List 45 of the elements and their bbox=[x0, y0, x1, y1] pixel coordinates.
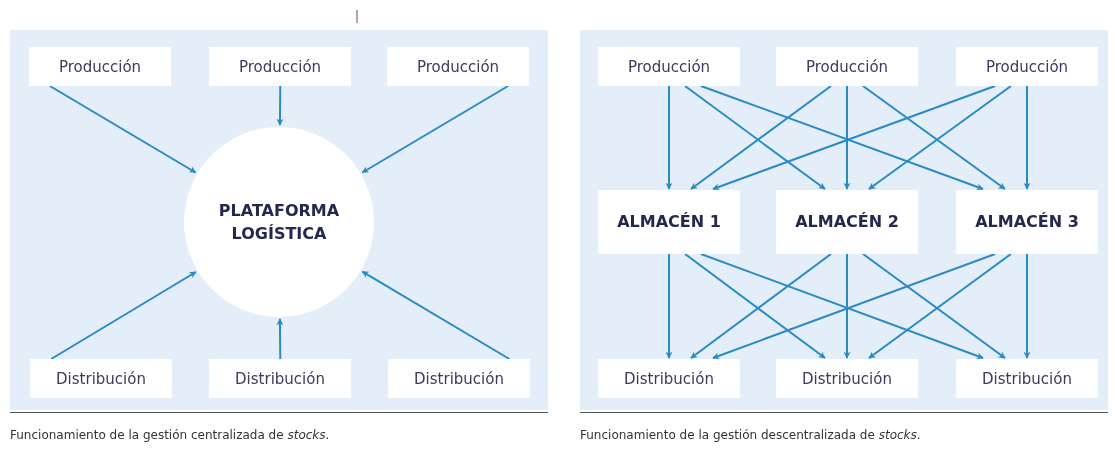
process-box bbox=[209, 47, 351, 86]
process-box bbox=[956, 47, 1098, 86]
node-label: Producción bbox=[238, 57, 322, 76]
arrow bbox=[276, 318, 284, 360]
node-label: Producción bbox=[805, 57, 889, 76]
arrow bbox=[50, 271, 197, 360]
arrow bbox=[361, 270, 511, 360]
node-label: Distribución bbox=[802, 369, 892, 388]
arrow bbox=[843, 253, 851, 359]
node-label: Producción bbox=[985, 57, 1069, 76]
process-box bbox=[209, 359, 351, 398]
process-box bbox=[598, 359, 740, 398]
process-box bbox=[388, 359, 530, 398]
node-label: Distribución bbox=[624, 369, 714, 388]
arrow bbox=[1023, 253, 1031, 359]
node-label: PLATAFORMA LOGÍSTICA bbox=[217, 199, 341, 245]
node-label: ALMACÉN 1 bbox=[617, 211, 721, 234]
arrow bbox=[665, 85, 673, 190]
node-label: Producción bbox=[416, 57, 500, 76]
node-label: ALMACÉN 3 bbox=[975, 211, 1079, 234]
arrow bbox=[843, 85, 851, 190]
process-box bbox=[776, 47, 918, 86]
node-label: Distribución bbox=[982, 369, 1072, 388]
node-label: ALMACÉN 2 bbox=[795, 211, 899, 234]
arrow bbox=[1023, 85, 1031, 190]
arrow bbox=[361, 85, 510, 174]
node-label: Distribución bbox=[56, 369, 146, 388]
warehouse-box bbox=[956, 190, 1098, 254]
figure-caption: Funcionamiento de la gestión centralizada de stocks. bbox=[10, 428, 330, 442]
node-label: Producción bbox=[627, 57, 711, 76]
arrow bbox=[276, 85, 284, 126]
process-box bbox=[776, 359, 918, 398]
process-box bbox=[29, 47, 171, 86]
arrow bbox=[665, 253, 673, 359]
process-box bbox=[598, 47, 740, 86]
warehouse-box bbox=[598, 190, 740, 254]
process-box bbox=[30, 359, 172, 398]
figure-caption: Funcionamiento de la gestión descentralizada de stocks. bbox=[580, 428, 921, 442]
warehouse-box bbox=[776, 190, 918, 254]
arrow bbox=[48, 85, 197, 174]
process-box bbox=[387, 47, 529, 86]
node-label: Producción bbox=[58, 57, 142, 76]
node-label: Distribución bbox=[235, 369, 325, 388]
node-label: Distribución bbox=[414, 369, 504, 388]
process-box bbox=[956, 359, 1098, 398]
